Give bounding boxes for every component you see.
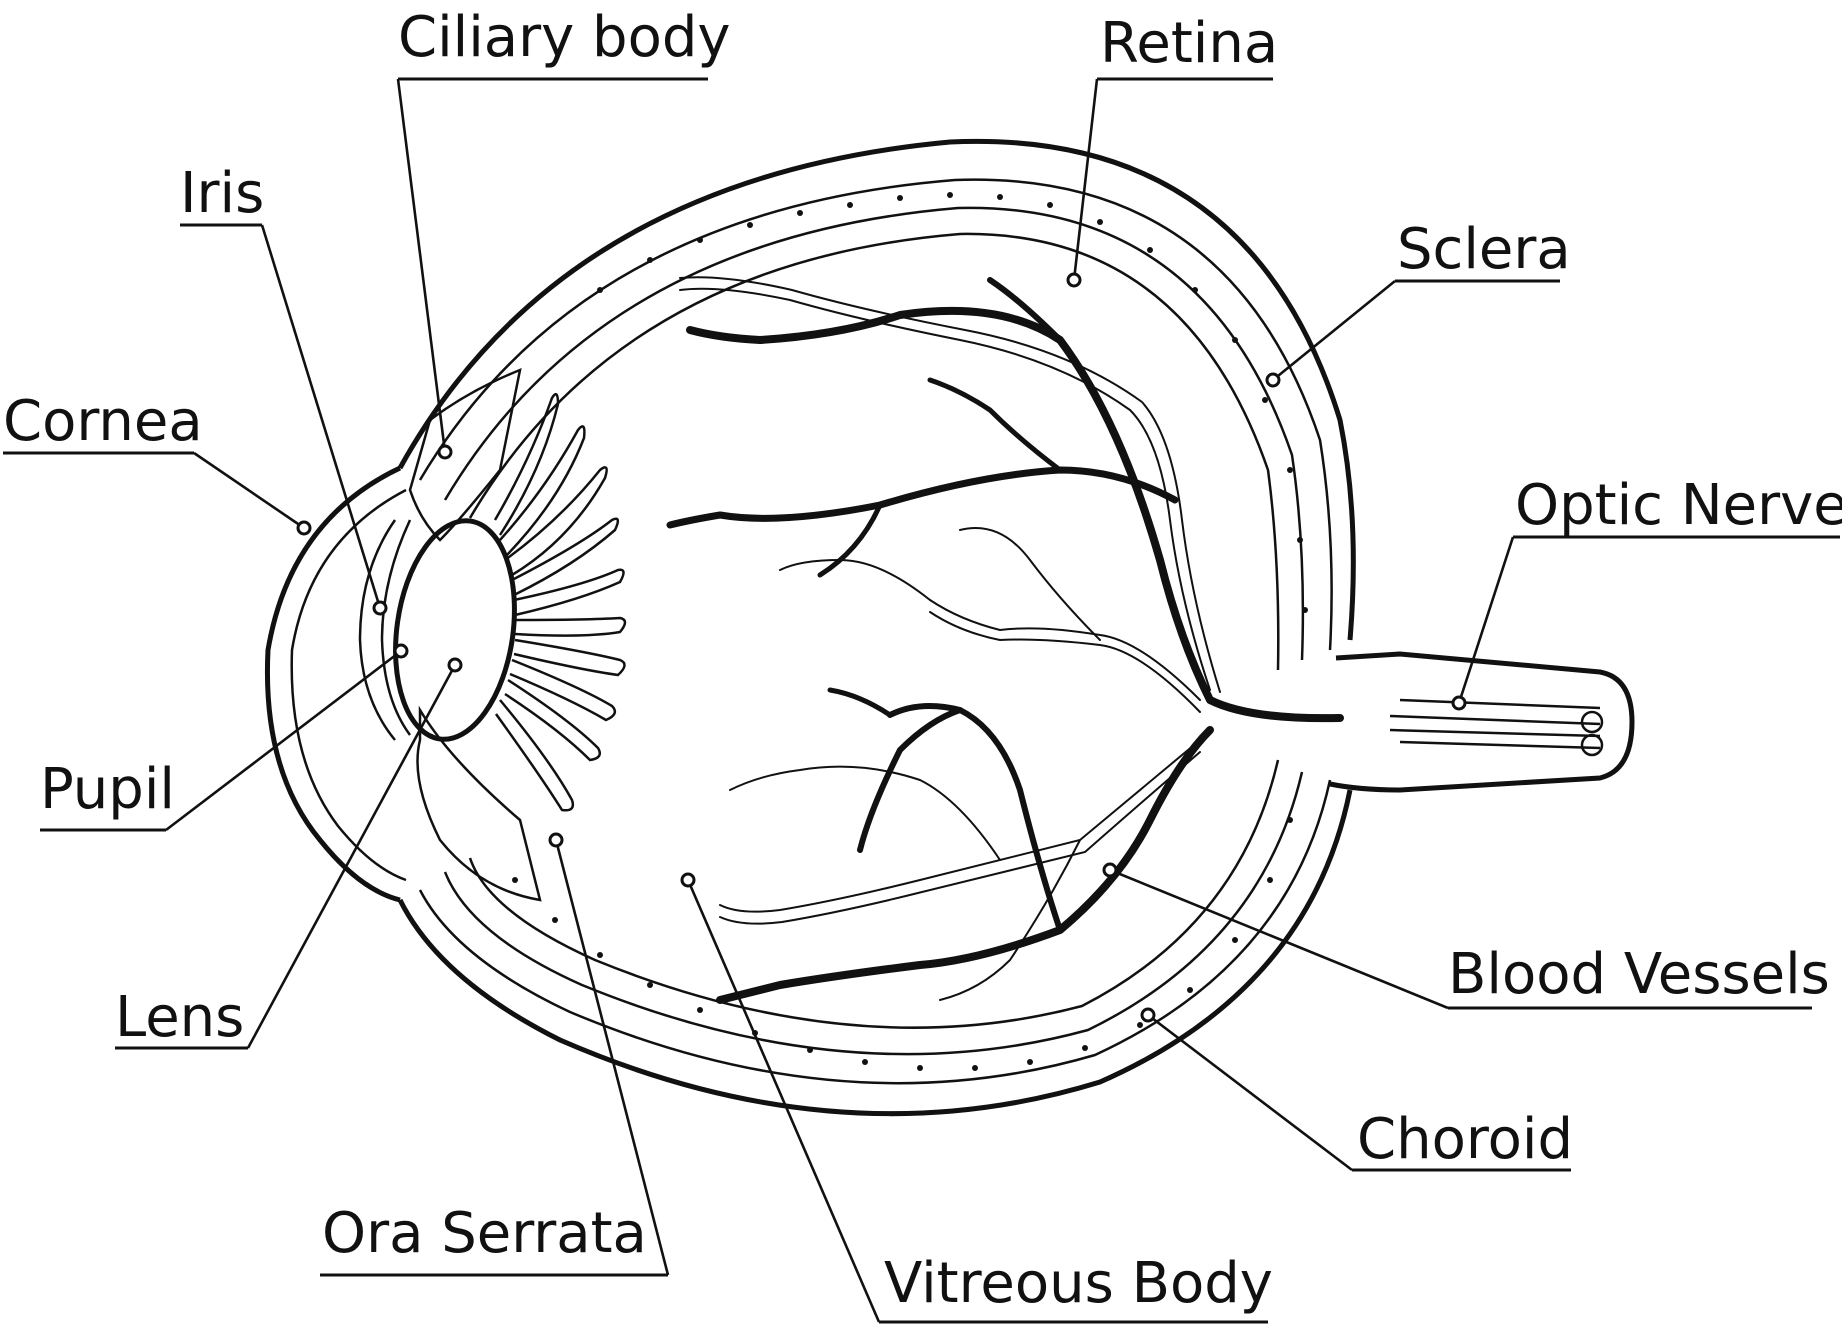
cornea-shape [264, 465, 402, 903]
sclera-outer [397, 138, 1356, 1117]
eyeball-illustration [264, 138, 1635, 1117]
label-pupil: Pupil [40, 757, 175, 822]
label-iris: Iris [180, 161, 264, 226]
retina-layer [468, 232, 1280, 1029]
leader-lines [3, 77, 1840, 1324]
choroid-dot-texture [512, 192, 1308, 1071]
choroid-layer [443, 206, 1305, 1056]
label-retina: Retina [1100, 11, 1278, 76]
label-blood-vessels: Blood Vessels [1448, 942, 1830, 1007]
iris-and-ciliary-region [358, 367, 542, 902]
major-blood-vessels [666, 277, 1344, 1004]
sclera-inner [418, 178, 1333, 1085]
optic-nerve-stalk [1329, 651, 1635, 793]
lens-shape [393, 518, 517, 742]
label-ora-serrata: Ora Serrata [322, 1201, 647, 1266]
label-choroid: Choroid [1357, 1107, 1573, 1172]
zonule-fibers [493, 392, 627, 812]
label-vitreous-body: Vitreous Body [884, 1251, 1273, 1316]
cornea-inner [290, 488, 407, 882]
minor-blood-vessels [679, 276, 1221, 1001]
label-sclera: Sclera [1397, 217, 1571, 282]
label-ciliary-body: Ciliary body [398, 5, 731, 70]
label-lens: Lens [115, 985, 244, 1050]
label-optic-nerve: Optic Nerve [1515, 473, 1842, 538]
labels: Ciliary body Retina Iris Sclera Cornea O… [3, 5, 1842, 1316]
label-cornea: Cornea [3, 389, 203, 454]
